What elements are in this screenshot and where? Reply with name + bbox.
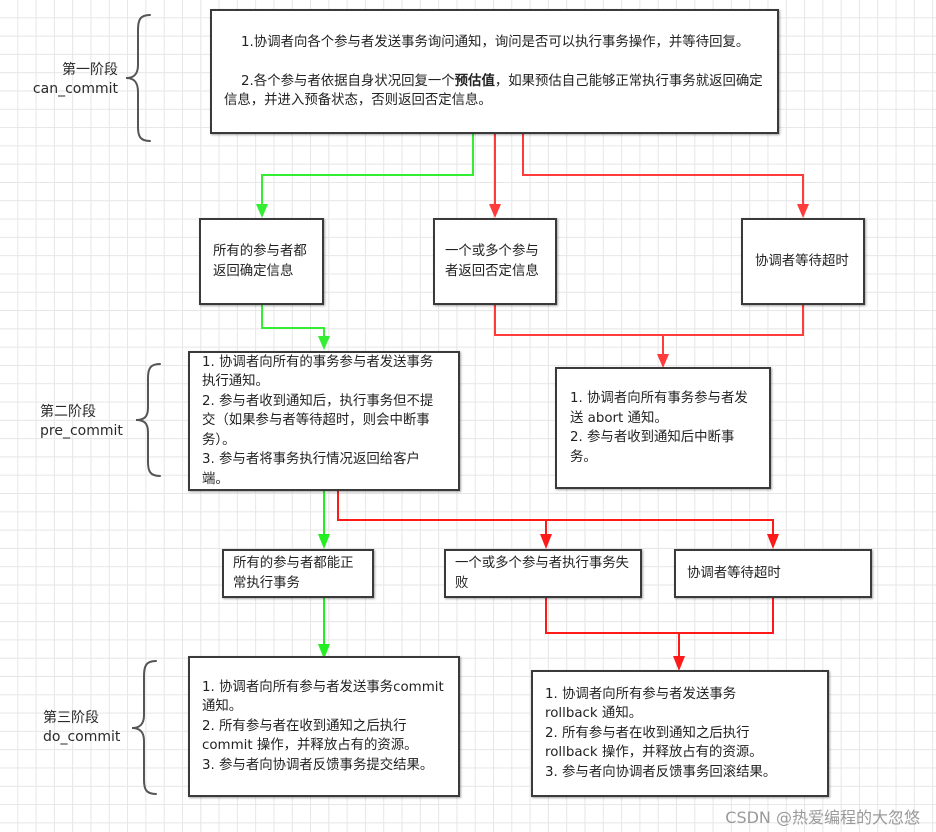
phase-code: can_commit [32,81,118,97]
phase-label-3: 第三阶段 do_commit [43,709,120,747]
coord-timeout-box-1: 协调者等待超时 [741,218,865,305]
phase1-description-box: 1.协调者向各个参与者发送事务询问通知，询问是否可以执行事务操作，并等待回复。 … [210,9,779,134]
abort-text: 1. 协调者向所有事务参与者发送 abort 通知。 2. 参与者收到通知后中断… [570,391,748,465]
arrowhead [489,204,501,218]
watermark: CSDN @热爱编程的大忽悠 [725,808,920,827]
phase-label-1: 第一阶段 can_commit [33,61,118,99]
phase1-step1: 1.协调者向各个参与者发送事务询问通知，询问是否可以执行事务操作，并等待回复。 [241,34,750,50]
phase-name: 第一阶段 [62,62,118,78]
all-confirm-box: 所有的参与者都返回确定信息 [199,218,324,305]
phase-name: 第二阶段 [40,404,96,420]
commit-box: 1. 协调者向所有参与者发送事务commit 通知。 2. 所有参与者在收到通知… [188,656,460,797]
some-exec-fail-box: 一个或多个参与者执行事务失败 [444,549,642,598]
phase-label-2: 第二阶段 pre_commit [40,403,123,441]
brace-phase2 [135,363,161,477]
coord-timeout-box-2: 协调者等待超时 [674,549,872,598]
all-exec-ok-text: 所有的参与者都能正常执行事务 [233,556,354,591]
arrowhead [318,336,330,350]
commit-text: 1. 协调者向所有参与者发送事务commit 通知。 2. 所有参与者在收到通知… [202,679,444,773]
coord-timeout-text-2: 协调者等待超时 [687,565,781,581]
arrowhead [256,204,268,218]
arrowhead [797,204,809,218]
edge-phase1-to-timeout [522,134,804,208]
edge-phase2-to-fail [337,490,774,538]
arrowhead [657,354,669,368]
some-negative-box: 一个或多个参与者返回否定信息 [433,218,557,305]
arrowhead [540,534,552,549]
all-confirm-text: 所有的参与者都返回确定信息 [213,244,307,279]
some-negative-text: 一个或多个参与者返回否定信息 [445,244,539,279]
arrowhead [318,644,330,659]
arrowhead [318,534,330,549]
edge-all-confirm-to-phase2 [261,304,325,342]
phase-code: do_commit [43,729,121,745]
coord-timeout-text-1: 协调者等待超时 [755,253,849,269]
phase-name: 第三阶段 [43,710,99,726]
phase1-step2-pre: 2.各个参与者依据自身状况回复一个 [241,73,455,89]
edge-fail-to-rollback [545,597,774,634]
rollback-text: 1. 协调者向所有参与者发送事务 rollback 通知。 2. 所有参与者在收… [545,686,777,780]
all-exec-ok-box: 所有的参与者都能正常执行事务 [222,549,374,598]
brace-phase3 [131,660,157,795]
arrowhead [767,534,779,549]
phase1-step2-post: ，如果预估自己能够正常执行事务就返回确定信息，并进入预备状态，否则返回否定信息。 [224,73,763,109]
arrowhead [673,656,685,671]
edge-phase1-to-all-confirm [261,134,474,215]
phase2-text: 1. 协调者向所有的事务参与者发送事务执行通知。 2. 参与者收到通知后，执行事… [202,354,434,487]
brace-phase1 [125,14,151,142]
rollback-box: 1. 协调者向所有参与者发送事务 rollback 通知。 2. 所有参与者在收… [531,670,829,797]
edge-negative-to-abort [494,304,804,336]
some-exec-fail-text: 一个或多个参与者执行事务失败 [455,556,630,591]
phase2-description-box: 1. 协调者向所有的事务参与者发送事务执行通知。 2. 参与者收到通知后，执行事… [188,351,460,491]
phase1-step2-bold: 预估值 [454,73,495,89]
phase-code: pre_commit [40,423,123,439]
abort-box: 1. 协调者向所有事务参与者发送 abort 通知。 2. 参与者收到通知后中断… [555,367,771,489]
